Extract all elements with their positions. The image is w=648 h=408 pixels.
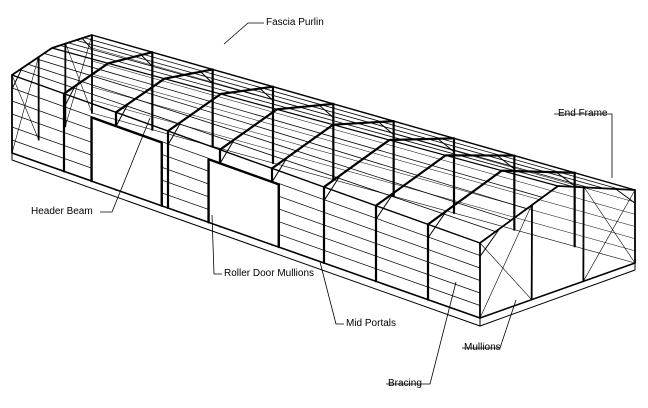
roof-purlin <box>19 69 497 233</box>
bracing-leader <box>386 281 457 385</box>
end-frame-leader <box>554 113 613 178</box>
header-beam <box>90 116 163 144</box>
portal-rafter <box>375 154 515 207</box>
roof-purlin <box>75 39 605 189</box>
roller-door-mullions-leader <box>211 214 222 275</box>
knee-brace <box>375 192 394 220</box>
mid-portals-leader <box>319 261 344 325</box>
left-end-bracing <box>11 74 39 140</box>
wall-girt <box>91 47 636 203</box>
portal-rafter <box>167 85 274 132</box>
end-frame-bracing <box>479 242 532 300</box>
portal-rafter <box>271 120 394 170</box>
fascia-purlin <box>91 34 636 191</box>
roller-door-mullions-label: Roller Door Mullions <box>224 268 315 279</box>
knee-brace <box>378 121 395 136</box>
portal-rafter <box>115 68 213 114</box>
knee-brace <box>200 71 214 84</box>
roof-purlin <box>59 45 574 188</box>
bracing-label: Bracing <box>388 378 422 389</box>
knee-brace <box>496 155 515 170</box>
portal-rafter <box>11 34 93 76</box>
knee-brace <box>323 174 341 202</box>
mid-portals-label: Mid Portals <box>346 318 397 329</box>
end-frame-bracing <box>479 205 532 319</box>
knee-brace <box>437 138 455 153</box>
knee-brace <box>81 37 93 50</box>
knee-brace <box>318 104 334 119</box>
fascia-purlin-leader <box>223 22 264 45</box>
left-end-bracing <box>65 43 93 114</box>
knee-brace <box>140 54 153 67</box>
roof-purlin <box>43 53 543 198</box>
end-frame-bracing <box>583 187 636 264</box>
portal-rafter <box>323 137 455 188</box>
wall-girt <box>91 99 636 252</box>
header-beam <box>207 158 280 186</box>
header-beam-label: Header Beam <box>31 206 93 217</box>
knee-brace <box>479 228 500 257</box>
portal-rafter <box>427 169 575 226</box>
roof-purlin <box>83 37 620 190</box>
knee-brace <box>115 103 129 127</box>
end-frame-label: End Frame <box>558 108 608 119</box>
front-eave-purlin <box>11 74 481 244</box>
wall-girt <box>91 73 636 227</box>
wall-girt <box>91 86 636 239</box>
end-frame-bracing <box>583 189 636 282</box>
header-beam-leader <box>100 117 151 213</box>
roof-purlin <box>35 58 528 210</box>
mullions-leader <box>462 299 517 349</box>
knee-brace <box>11 67 23 90</box>
fascia-purlin-label: Fascia Purlin <box>266 17 324 28</box>
left-end-bracing <box>65 34 93 127</box>
portal-rafter <box>479 185 636 244</box>
wall-girt <box>91 60 636 215</box>
knee-brace <box>271 156 288 183</box>
portal-rafter <box>219 102 334 151</box>
left-end-bracing <box>11 56 39 154</box>
portal-rafter <box>63 51 153 95</box>
knee-brace <box>615 188 636 204</box>
ridge-beam <box>51 47 559 187</box>
back-base-rail <box>91 112 636 264</box>
knee-brace <box>219 139 235 164</box>
knee-brace <box>259 88 274 101</box>
knee-brace <box>167 121 182 146</box>
mullions-label: Mullions <box>464 342 501 353</box>
knee-brace <box>555 171 576 187</box>
knee-brace <box>427 210 447 239</box>
